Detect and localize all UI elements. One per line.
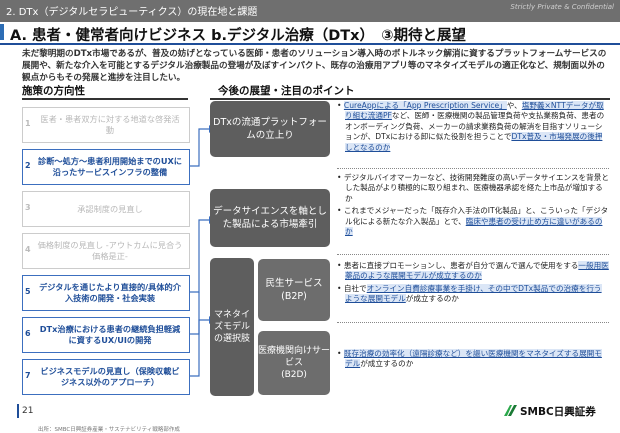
highlight-text: CureAppによる「App Prescription Service」 <box>343 101 507 110</box>
policy-text: デジタルを通じたより直接的/具体的介入技術の開発・社会実装 <box>39 282 181 303</box>
policy-text: ビジネスモデルの見直し（保険収載ビジネス以外のアプローチ） <box>40 366 180 387</box>
company-logo-text: SMBC日興証券 <box>520 406 596 418</box>
bullet-text: が成立するのか <box>405 294 459 304</box>
policy-text: 診断～処方～患者利用開始までのUXに沿ったサービスインフラの整備 <box>38 156 182 177</box>
highlight-text: オンライン自費診療事業を手掛け、その中でDTx製品での治療を行うような展開モデル <box>345 283 602 304</box>
bullet-item: • これまでメジャーだった「既存介入手法のIT化製品」と、こういった「デジタル化… <box>337 206 609 237</box>
b2d-box: 医療機関向けサービス (B2D) <box>258 331 330 395</box>
policy-number: 3 <box>25 203 31 212</box>
confidential-label: Strictly Private & Confidential <box>510 3 614 11</box>
policy-number: 1 <box>25 119 31 128</box>
policy-item-6: 6 DTx治療における患者の継続負担軽減に資するUX/UIの開発 <box>22 317 190 353</box>
source-note: 出所：SMBC日興証券産業・サステナビリティ戦略部作成 <box>38 427 180 433</box>
connector-7-monetize <box>189 319 209 377</box>
bullet-text: 患者に直接プロモーションし、患者が自分で選んで選んで使用をする <box>343 261 579 270</box>
right-column-heading: 今後の展望・注目のポイント <box>218 85 355 97</box>
connector-5-datascience <box>189 219 209 293</box>
policy-item-4: 4 価格制度の見直し -アウトカムに見合う価格是正- <box>22 233 190 269</box>
bullet-item: • CureAppによる「App Prescription Service」や、… <box>337 101 605 152</box>
b2p-bullets: • 患者に直接プロモーションし、患者が自分で選んで選んで使用をする一般用医薬品の… <box>337 261 609 307</box>
policy-number: 6 <box>25 329 31 338</box>
policy-item-1: 1 医者・患者双方に対する地道な啓発活動 <box>22 107 190 143</box>
policy-item-3: 3 承認制度の見直し <box>22 191 190 227</box>
bullet-item: • 既存治療の効率化（遠隔診療など）を謳い医療機関をマネタイズする展開モデルが成… <box>337 349 602 369</box>
policy-number: 7 <box>25 371 31 380</box>
b2d-bullets: • 既存治療の効率化（遠隔診療など）を謳い医療機関をマネタイズする展開モデルが成… <box>337 349 609 372</box>
monetize-box: マネタイズモデルの選択肢 <box>210 258 254 396</box>
bullet-text: や、 <box>506 101 522 110</box>
policy-item-2: 2 診断～処方～患者利用開始までのUXに沿ったサービスインフラの整備 <box>22 149 190 185</box>
left-heading-rule <box>22 98 188 100</box>
policy-number: 5 <box>25 287 31 296</box>
platform-bullets: • CureAppによる「App Prescription Service」や、… <box>337 101 609 155</box>
smbc-logo-icon <box>504 405 517 416</box>
dotted-divider <box>337 254 609 255</box>
bullet-text: デジタルバイオマーカーなど、技術開発難度の高いデータサイエンスを背景とした製品が… <box>343 173 609 203</box>
policy-text: 医者・患者双方に対する地道な啓発活動 <box>40 114 180 135</box>
datascience-box: データサイエンスを軸とした製品による市場牽引 <box>210 189 330 247</box>
right-heading-rule <box>210 98 610 100</box>
bullet-text: これまでメジャーだった「既存介入手法のIT化製品」と、こういった「デジタル化によ… <box>343 206 609 226</box>
policy-number: 4 <box>25 245 31 254</box>
bullet-text: 自社で <box>343 283 367 293</box>
page-number: 21 <box>22 406 34 416</box>
section-title: 2. DTx（デジタルセラピューティクス）の現在地と課題 <box>6 7 258 18</box>
bullet-text: など、医師・医療機関の製品管理負荷や支払業務負荷、患者のオンボーディング負荷、メ… <box>345 111 605 142</box>
policy-text: DTx治療における患者の継続負担軽減に資するUX/UIの開発 <box>39 324 181 345</box>
datascience-bullets: • デジタルバイオマーカーなど、技術開発難度の高いデータサイエンスを背景とした製… <box>337 173 609 239</box>
policy-item-5: 5 デジタルを通じたより直接的/具体的介入技術の開発・社会実装 <box>22 275 190 311</box>
page-title: A. 患者・健常者向けビジネス b.デジタル治療（DTx） ③期待と展望 <box>10 28 466 44</box>
bullet-text: が成立するのか <box>360 359 414 369</box>
dotted-divider <box>337 168 609 169</box>
bullet-item: • デジタルバイオマーカーなど、技術開発難度の高いデータサイエンスを背景とした製… <box>337 173 609 203</box>
b2p-subtitle: (B2P) <box>281 291 307 302</box>
policy-item-7: 7 ビジネスモデルの見直し（保険収載ビジネス以外のアプローチ） <box>22 359 190 395</box>
b2d-subtitle: (B2D) <box>281 370 307 380</box>
left-column-heading: 施策の方向性 <box>22 85 85 97</box>
connector-6-datascience <box>189 292 200 335</box>
b2d-title: 医療機関向けサービス <box>258 346 331 368</box>
b2p-title: 民生サービス <box>265 278 323 289</box>
lead-paragraph: 未だ黎明期のDTx市場であるが、普及の妨げとなっている医師・患者のソリューション… <box>22 49 607 83</box>
policy-number: 2 <box>25 161 31 170</box>
policy-text: 承認制度の見直し <box>77 203 143 214</box>
b2p-box: 民生サービス (B2P) <box>258 259 330 321</box>
platform-box: DTxの流通プラットフォームの立上り <box>210 101 330 157</box>
policy-text: 価格制度の見直し -アウトカムに見合う価格是正- <box>37 240 183 261</box>
connector-2-platform <box>189 128 209 167</box>
bullet-item: • 自社でオンライン自費診療事業を手掛け、その中でDTx製品での治療を行うような… <box>337 283 602 304</box>
page-number-bar <box>17 404 19 418</box>
header-bar <box>0 0 620 22</box>
title-divider <box>0 43 620 45</box>
bullet-item: • 患者に直接プロモーションし、患者が自分で選んで選んで使用をする一般用医薬品の… <box>337 261 609 281</box>
dotted-divider <box>337 322 609 323</box>
title-accent-bar <box>0 24 4 40</box>
